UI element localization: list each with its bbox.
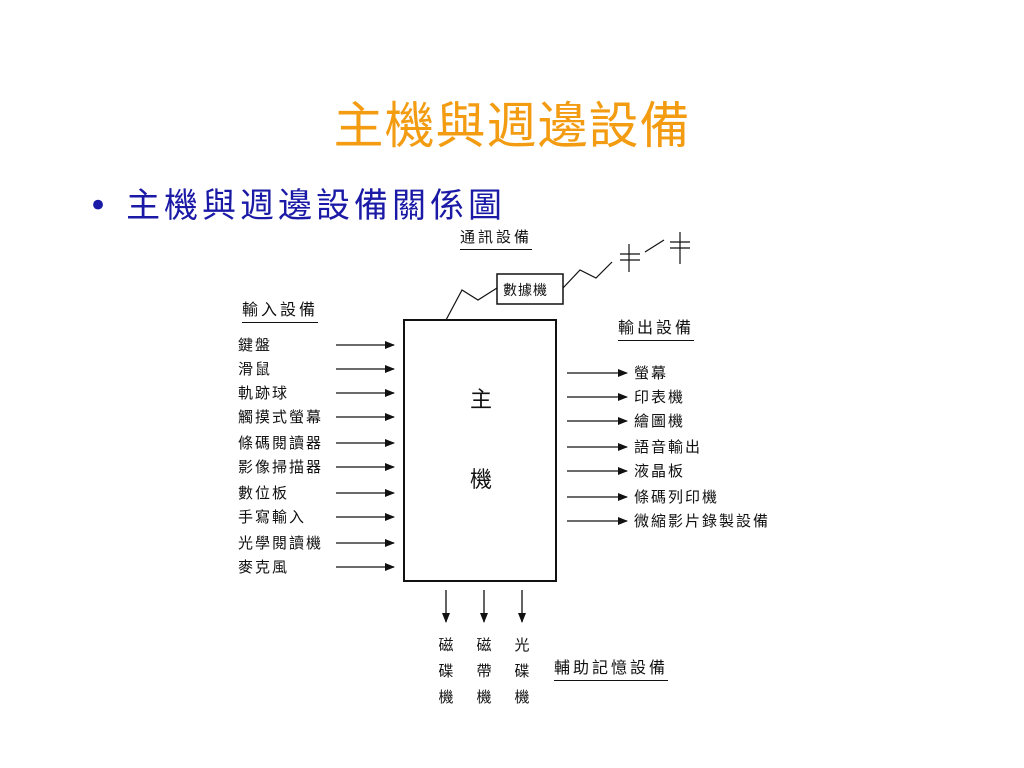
input-arrows [336, 341, 395, 571]
host-label-1: 主 [470, 388, 495, 413]
comm-line-modem-phone [562, 261, 613, 289]
storage-item: 磁碟機 [438, 636, 454, 706]
storage-item: 光碟機 [514, 636, 530, 706]
output-item: 印表機 [634, 388, 686, 406]
bullet-text: 主機與週邊設備關係圖 [126, 186, 507, 226]
input-item: 滑鼠 [238, 360, 273, 378]
output-item: 條碼列印機 [634, 488, 720, 506]
input-item: 光學閱讀機 [238, 534, 324, 552]
input-item: 手寫輸入 [238, 508, 307, 526]
modem-box [496, 273, 564, 305]
comm-line-host-modem [445, 287, 498, 321]
input-header: 輸入設備 [242, 296, 319, 323]
input-item: 數位板 [238, 484, 290, 502]
output-arrows [567, 369, 628, 525]
input-item: 條碼閱讀器 [238, 434, 324, 452]
output-item: 螢幕 [634, 364, 669, 382]
input-item: 軌跡球 [238, 384, 290, 402]
input-item: 影像掃描器 [238, 458, 324, 476]
comm-header: 通訊設備 [460, 226, 533, 250]
storage-item: 磁帶機 [476, 636, 492, 706]
slide-title: 主機與週邊設備 [333, 97, 691, 155]
output-header: 輸出設備 [618, 314, 695, 341]
input-item: 觸摸式螢幕 [238, 408, 324, 426]
storage-arrows [442, 590, 526, 623]
output-item: 微縮影片錄製設備 [634, 512, 771, 530]
modem-label: 數據機 [503, 283, 548, 299]
output-item: 語音輸出 [634, 438, 703, 456]
telephone-line-icon [620, 232, 690, 272]
input-item: 麥克風 [238, 558, 290, 576]
bullet-item: • 主機與週邊設備關係圖 [88, 178, 506, 227]
host-label-2: 機 [470, 468, 495, 493]
storage-header: 輔助記憶設備 [554, 654, 669, 681]
host-box [403, 319, 557, 582]
bullet-dot-icon: • [88, 186, 113, 226]
input-item: 鍵盤 [238, 336, 273, 354]
output-item: 繪圖機 [634, 412, 686, 430]
output-item: 液晶板 [634, 462, 686, 480]
